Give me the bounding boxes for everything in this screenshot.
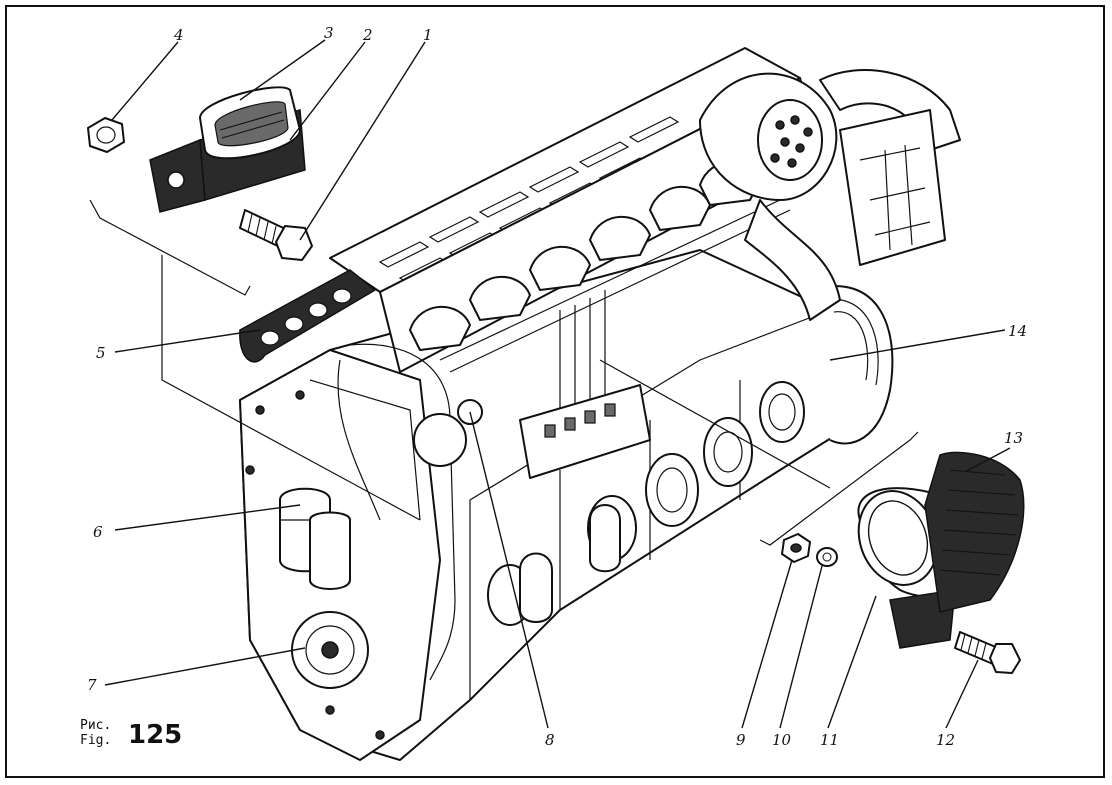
part-9-nut [781,533,811,563]
callout-5: 5 [96,344,106,362]
callout-3: 3 [324,24,334,42]
group-link-line-a [161,255,421,521]
callout-4: 4 [173,26,184,44]
callout-8: 8 [545,731,555,749]
callout-13: 13 [1004,429,1023,447]
callout-6: 6 [93,523,103,541]
group-bracket-lower [759,431,919,546]
callout-9: 9 [736,731,746,749]
leader-lines [104,39,1011,729]
figure-caption: Рис. Fig. 125 [80,718,182,750]
callout-11: 11 [820,731,839,749]
part-3-clip [199,86,301,160]
group-bracket-upper [89,199,251,296]
callout-labels: 1 2 3 4 5 6 7 8 9 10 11 12 13 14 [87,24,1027,749]
callout-1: 1 [423,26,433,44]
callout-14: 14 [1008,322,1027,340]
callout-10: 10 [772,731,792,749]
figure-label-en: Fig. [80,733,112,748]
part-4-nut [87,117,125,153]
callout-7: 7 [87,676,97,694]
injection-pump [519,384,651,623]
turbocharger [699,69,961,321]
callout-2: 2 [362,26,373,44]
part-12-bolt [954,631,1021,674]
figure-number: 125 [128,720,183,750]
front-cover [239,343,483,761]
part-13-clamp-shell [924,451,1025,613]
figure-label-ru: Рис. [80,718,112,733]
callout-12: 12 [936,731,955,749]
part-5-cover-gasket [239,269,377,363]
group-link-line-b [599,359,831,489]
part-1-bolt [239,209,313,261]
part-10-washer [816,547,838,567]
fuel-lines [439,199,791,420]
